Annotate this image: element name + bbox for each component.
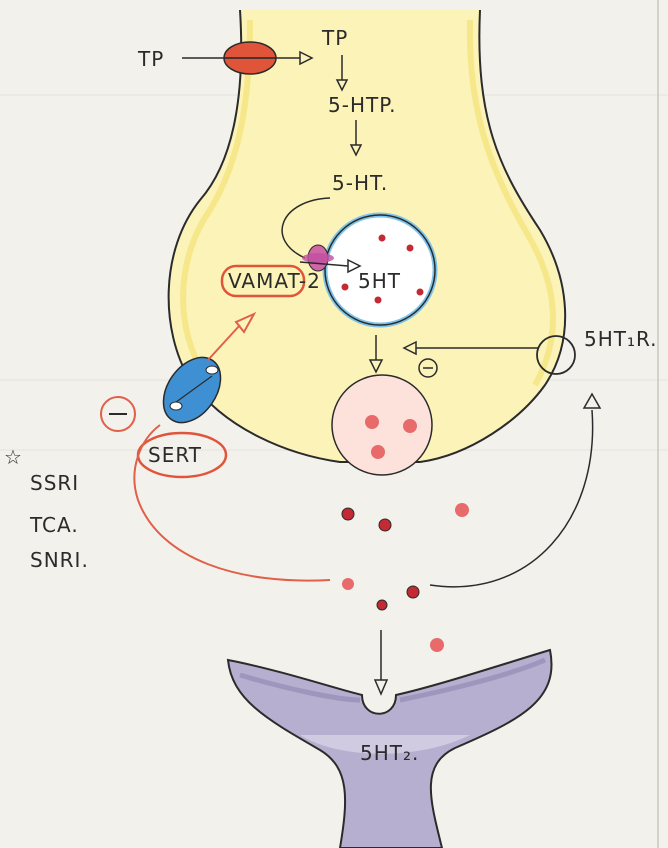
vesicle-label: 5HT — [358, 269, 401, 293]
drug-snri: SNRI. — [30, 548, 89, 572]
tp-inside-label: TP — [321, 26, 348, 50]
fusing-vesicle — [332, 375, 432, 475]
sert-label: SERT — [148, 443, 202, 467]
autoreceptor-label: 5HT₁R. — [584, 327, 658, 351]
star-icon: ☆ — [4, 445, 23, 469]
five-ht-label: 5-HT. — [332, 171, 388, 195]
five-htp-label: 5-HTP. — [328, 93, 397, 117]
vmat-label: VAMAT-2 — [228, 269, 321, 293]
drug-tca: TCA. — [29, 513, 79, 537]
tp-outside-label: TP — [137, 47, 164, 71]
drug-ssri: SSRI — [30, 471, 79, 495]
postsynaptic-receptor-label: 5HT₂. — [360, 741, 419, 765]
cleft-serotonin-dots — [342, 503, 469, 652]
